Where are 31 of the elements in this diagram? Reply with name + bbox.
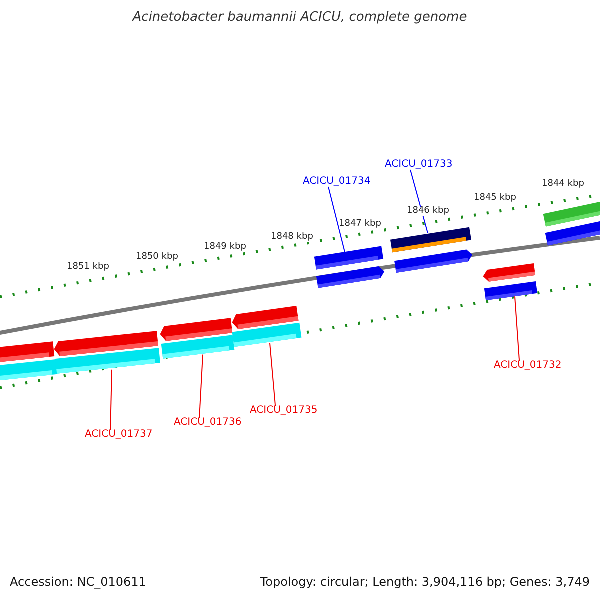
footer-text: Topology: circular; Length: 3,904,116 bp; Genes: 3,749 <box>260 576 590 588</box>
gene-label: ACICU_01737 <box>85 430 153 440</box>
gene-feature <box>54 331 160 374</box>
leader-line <box>514 296 520 362</box>
title: Acinetobacter baumannii ACICU, complete genome <box>131 11 468 24</box>
scale-label: 1846 kbp <box>407 207 450 216</box>
leader-line <box>199 354 204 418</box>
gene-feature <box>390 227 473 274</box>
gene-feature <box>543 201 600 246</box>
leader-line <box>328 186 346 253</box>
gene-label: ACICU_01732 <box>494 361 562 371</box>
scale-label: 1845 kbp <box>474 194 516 203</box>
gene-feature <box>314 246 385 288</box>
footer-text: Accession: NC_010611 <box>10 576 146 588</box>
leader-line <box>110 369 112 430</box>
gene-label: ACICU_01736 <box>174 418 242 428</box>
scale-label: 1844 kbp <box>542 180 584 189</box>
scale-label: 1847 kbp <box>339 220 382 229</box>
leader-line <box>270 342 276 406</box>
gene-label: ACICU_01734 <box>303 177 371 187</box>
scale-label: 1848 kbp <box>271 233 314 242</box>
scale-label: 1849 kbp <box>204 243 246 252</box>
gene-feature <box>232 306 302 348</box>
gene-feature <box>160 318 235 359</box>
leader-line <box>410 170 428 234</box>
gene-label: ACICU_01735 <box>250 406 318 416</box>
scale-label: 1851 kbp <box>67 263 110 272</box>
scale-label: 1850 kbp <box>136 253 178 262</box>
gene-feature <box>0 342 58 380</box>
gene-feature <box>483 263 538 301</box>
gene-label: ACICU_01733 <box>385 160 453 170</box>
